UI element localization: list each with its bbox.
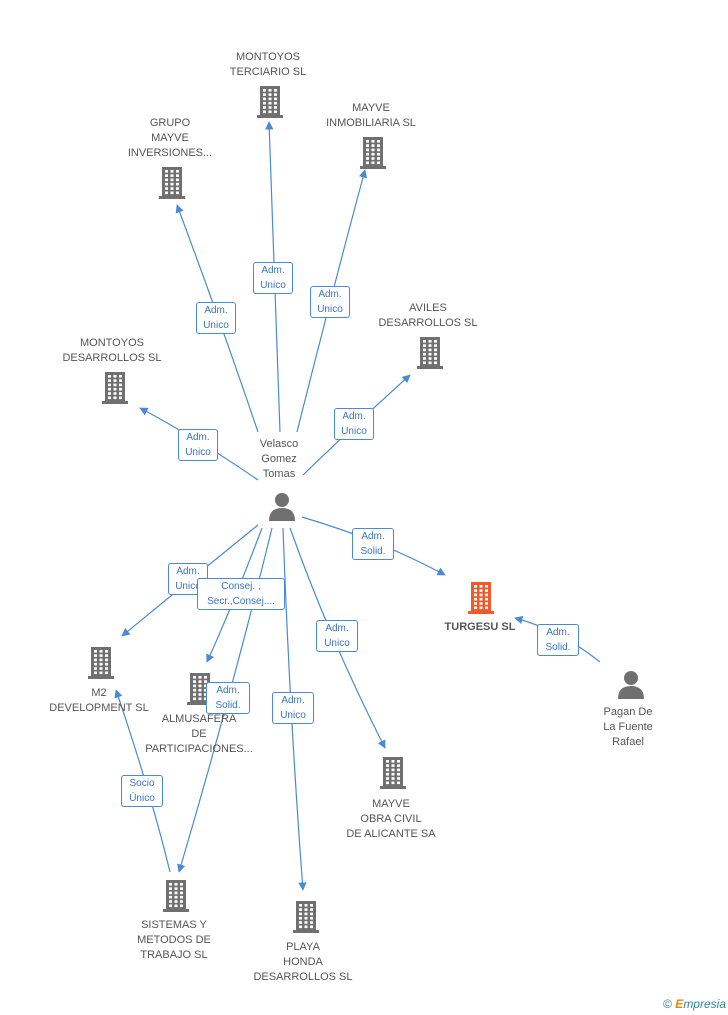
- edge-role-label[interactable]: Adm. Unico: [272, 692, 314, 724]
- building-icon[interactable]: [468, 582, 494, 614]
- company-name-label[interactable]: MONTOYOS TERCIARIO SL: [229, 51, 307, 78]
- edge-role-label[interactable]: Adm. Unico: [310, 286, 350, 318]
- company-name-label[interactable]: PLAYA HONDA DESARROLLOS SL: [253, 941, 353, 983]
- company-name-label[interactable]: GRUPO MAYVE INVERSIONES...: [127, 117, 213, 159]
- building-icon[interactable]: [159, 167, 185, 199]
- edge-role-label[interactable]: Consej. , Secr.,Consej....: [197, 578, 285, 610]
- edge-role-label[interactable]: Adm. Unico: [334, 408, 374, 440]
- copyright-icon: ©: [663, 997, 672, 1011]
- edge-role-label[interactable]: Adm. Unico: [196, 302, 236, 334]
- person-icon[interactable]: [269, 493, 295, 521]
- building-icon[interactable]: [163, 880, 189, 912]
- edge-role-label[interactable]: Adm. Unico: [178, 429, 218, 461]
- building-icon[interactable]: [187, 673, 213, 705]
- company-name-label[interactable]: SISTEMAS Y METODOS DE TRABAJO SL: [137, 919, 211, 961]
- person-icon[interactable]: [618, 671, 644, 699]
- building-icon[interactable]: [102, 372, 128, 404]
- brand-footer: © Empresia: [663, 997, 726, 1011]
- building-icon[interactable]: [293, 901, 319, 933]
- building-icon[interactable]: [88, 647, 114, 679]
- building-icon[interactable]: [360, 137, 386, 169]
- company-name-label[interactable]: ALMUSAFERA DE PARTICIPACIONES...: [145, 713, 253, 755]
- edge-role-label[interactable]: Adm. Solid.: [206, 682, 250, 714]
- brand-logo-text: mpresia: [683, 997, 726, 1011]
- person-name-label[interactable]: Velasco Gomez Tomas: [259, 438, 299, 480]
- edge-role-label[interactable]: Adm. Solid.: [537, 624, 579, 656]
- edge-role-label[interactable]: Adm. Unico: [316, 620, 358, 652]
- company-name-label[interactable]: TURGESU SL: [444, 621, 516, 633]
- edge-role-label[interactable]: Adm. Unico: [253, 262, 293, 294]
- company-name-label[interactable]: MAYVE INMOBILIARIA SL: [326, 102, 416, 129]
- company-name-label[interactable]: MAYVE OBRA CIVIL DE ALICANTE SA: [346, 798, 436, 840]
- edge-role-label[interactable]: Socio Único: [121, 775, 163, 807]
- building-icon[interactable]: [257, 86, 283, 118]
- company-name-label[interactable]: M2 DEVELOPMENT SL: [49, 687, 149, 714]
- building-icon[interactable]: [417, 337, 443, 369]
- company-name-label[interactable]: MONTOYOS DESARROLLOS SL: [62, 337, 162, 364]
- person-name-label[interactable]: Pagan De La Fuente Rafael: [603, 706, 653, 748]
- edge-role-label[interactable]: Adm. Solid.: [352, 528, 394, 560]
- brand-logo-letter: E: [675, 997, 684, 1011]
- building-icon[interactable]: [380, 757, 406, 789]
- company-name-label[interactable]: AVILES DESARROLLOS SL: [378, 302, 478, 329]
